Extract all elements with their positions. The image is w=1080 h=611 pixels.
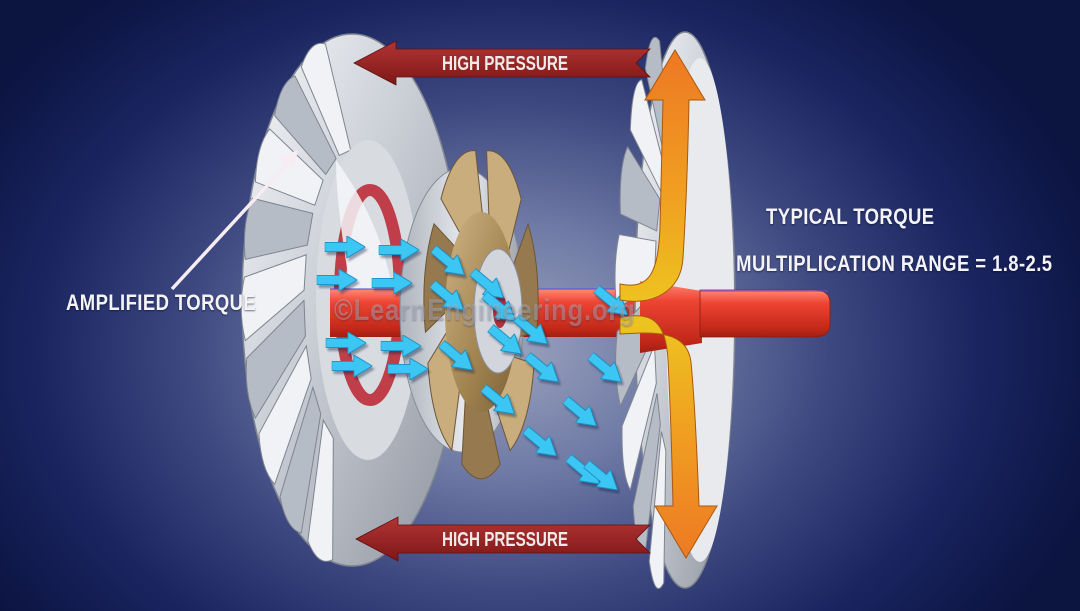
flow-arrow-icon: [558, 391, 604, 435]
pointer-line: [170, 161, 290, 291]
flow-arrow-icon: [518, 421, 564, 465]
shaft-taper: [640, 281, 702, 353]
pressure-arrow-down-icon: [619, 315, 718, 559]
blade: [243, 197, 314, 260]
multiplication-range-text: MULTIPLICATION RANGE = 1.8-2.5: [735, 251, 1053, 276]
typical-torque-label-line2: MULTIPLICATION RANGE = 1.8-2.5: [700, 251, 1080, 277]
banner-bottom-label: HIGH PRESSURE: [442, 529, 568, 551]
typical-torque-label-line1: TYPICAL TORQUE: [700, 204, 1000, 230]
shaft-right: [640, 281, 831, 353]
banner-top-label: HIGH PRESSURE: [442, 53, 568, 75]
blade: [300, 42, 352, 157]
banner-arrow-left-icon: [353, 40, 651, 86]
shaft-right-top-edge: [700, 290, 828, 292]
high-pressure-banner-bottom: HIGH PRESSURE: [355, 516, 651, 562]
blade: [240, 254, 307, 342]
blade: [279, 385, 322, 534]
blade: [258, 344, 312, 486]
pointer-arrowhead-icon: [278, 150, 298, 169]
banner-arrow-left-icon: [355, 516, 651, 562]
turbine-blades: [240, 42, 352, 562]
blade: [274, 75, 337, 176]
watermark: ©LearnEngineering.org: [334, 294, 636, 327]
amplified-torque-label: AMPLIFIED TORQUE: [66, 290, 292, 316]
amplified-torque-text: AMPLIFIED TORQUE: [66, 290, 257, 315]
blade: [307, 418, 334, 562]
high-pressure-banner-top: HIGH PRESSURE: [353, 40, 651, 86]
pressure-arrows: [619, 49, 718, 559]
typical-torque-text: TYPICAL TORQUE: [765, 204, 935, 229]
blade: [245, 299, 306, 420]
blade: [621, 344, 657, 492]
pressure-arrow-up-icon: [619, 49, 706, 302]
blade: [254, 128, 324, 206]
amplified-torque-pointer: [170, 150, 298, 291]
shaft-right-body: [699, 289, 831, 338]
blade: [619, 145, 661, 232]
